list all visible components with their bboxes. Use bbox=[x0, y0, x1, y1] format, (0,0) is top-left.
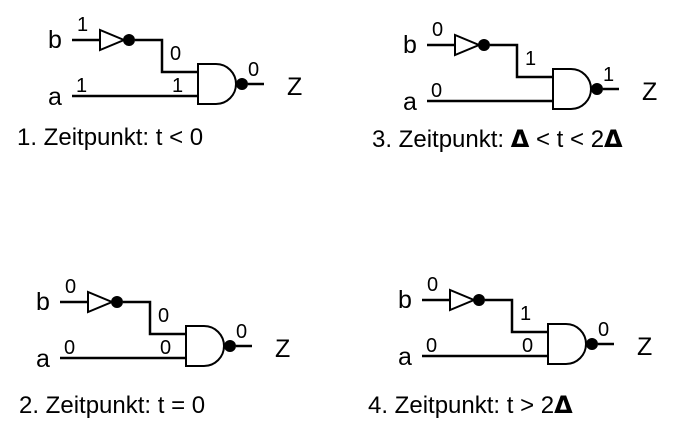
input-a-label: a bbox=[398, 343, 412, 371]
nand-bubble bbox=[236, 78, 248, 90]
panel-1: b 1 0 1 a 1 0 Z 1. Zeitpunkt: t < 0 bbox=[17, 14, 302, 151]
panel-4: b 0 1 0 a 0 0 Z bbox=[398, 274, 652, 371]
a-input-value: 0 bbox=[426, 335, 437, 357]
and-gate bbox=[552, 68, 592, 110]
inverter-bubble bbox=[473, 294, 485, 306]
nand-bubble bbox=[591, 83, 603, 95]
inverter-output-value: 1 bbox=[520, 303, 531, 325]
inverter-output-wire bbox=[135, 38, 198, 74]
a-input-value: 1 bbox=[76, 75, 87, 97]
inverter-gate bbox=[87, 290, 115, 314]
caption-3: 3. Zeitpunkt: Δ < t < 2Δ bbox=[372, 125, 623, 153]
inverter-output-value: 0 bbox=[158, 305, 169, 327]
inverter-output-wire bbox=[485, 298, 548, 334]
nand-bubble bbox=[586, 338, 598, 350]
caption-2: 2. Zeitpunkt: t = 0 bbox=[19, 392, 205, 419]
input-a-label: a bbox=[48, 83, 62, 111]
inverter-bubble bbox=[123, 34, 135, 46]
b-input-value: 0 bbox=[432, 19, 443, 41]
b-input-value: 0 bbox=[65, 276, 76, 298]
a-input-value: 0 bbox=[431, 80, 442, 102]
output-value: 0 bbox=[598, 319, 609, 341]
a-input-value: 0 bbox=[64, 337, 75, 359]
and-gate bbox=[197, 63, 237, 105]
and-gate bbox=[185, 325, 225, 367]
inverter-bubble bbox=[111, 296, 123, 308]
output-value: 1 bbox=[603, 64, 614, 86]
inverter-output-wire bbox=[123, 300, 186, 336]
output-z-label: Z bbox=[275, 335, 290, 363]
inverter-output-wire bbox=[490, 43, 553, 79]
input-a-label: a bbox=[36, 345, 50, 373]
inverter-gate bbox=[449, 288, 477, 312]
and-top-input-value: 0 bbox=[160, 337, 171, 359]
caption-1: 1. Zeitpunkt: t < 0 bbox=[17, 124, 203, 151]
input-b-label: b bbox=[403, 31, 417, 59]
and-gate bbox=[547, 323, 587, 365]
output-value: 0 bbox=[248, 59, 259, 81]
output-z-label: Z bbox=[287, 73, 302, 101]
caption-4: 4. Zeitpunkt: t > 2Δ bbox=[368, 391, 573, 419]
output-z-label: Z bbox=[637, 333, 652, 361]
inverter-output-value: 1 bbox=[525, 48, 536, 70]
input-b-label: b bbox=[398, 286, 412, 314]
and-top-input-value: 0 bbox=[522, 335, 533, 357]
input-b-label: b bbox=[48, 26, 62, 54]
and-top-input-value: 1 bbox=[172, 75, 183, 97]
b-input-value: 1 bbox=[77, 14, 88, 36]
inverter-gate bbox=[454, 33, 482, 57]
inverter-bubble bbox=[478, 39, 490, 51]
inverter-gate bbox=[99, 28, 127, 52]
input-b-label: b bbox=[36, 288, 50, 316]
b-input-value: 0 bbox=[427, 274, 438, 296]
inverter-output-value: 0 bbox=[170, 43, 181, 65]
panel-2: b 0 0 0 a 0 0 Z bbox=[36, 276, 290, 373]
panel-3: b 0 1 a 0 1 Z bbox=[403, 19, 657, 116]
input-a-label: a bbox=[403, 88, 417, 116]
output-value: 0 bbox=[236, 321, 247, 343]
output-z-label: Z bbox=[642, 78, 657, 106]
nand-bubble bbox=[224, 340, 236, 352]
